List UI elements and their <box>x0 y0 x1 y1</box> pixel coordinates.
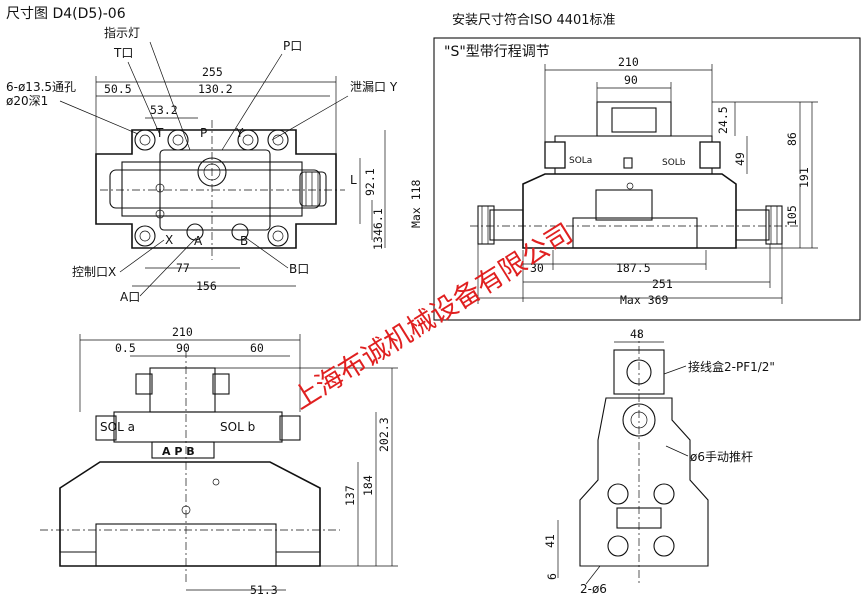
s-dim-90: 90 <box>624 73 638 87</box>
f-dim-184: 184 <box>361 475 375 496</box>
s-stroke-title: "S"型带行程调节 <box>444 44 550 60</box>
f-dim-60: 60 <box>250 341 264 355</box>
junction-box-label: 接线盒2-PF1/2" <box>688 359 775 374</box>
title-left: 尺寸图 D4(D5)-06 <box>6 6 126 22</box>
f-dim-137: 137 <box>343 485 357 506</box>
solb-label: SOLb <box>662 158 686 168</box>
f-dim-202-3: 202.3 <box>377 417 391 452</box>
t-port-label: T口 <box>113 46 133 60</box>
sol-b-front-label: SOL b <box>220 420 255 434</box>
a-port-label: A口 <box>120 290 140 304</box>
sol-a-front-label: SOL a <box>100 420 135 434</box>
port-p-label: P <box>200 126 207 140</box>
f-dim-210: 210 <box>172 325 193 339</box>
holes-label-1: 6-ø13.5通孔 <box>6 80 76 94</box>
holes-label-2: ø20深1 <box>6 94 48 108</box>
dim-92-1: 92.1 <box>363 168 377 196</box>
s-dim-max-369: Max 369 <box>620 293 669 307</box>
port-b-label: B <box>240 234 248 248</box>
f-dim-90: 90 <box>176 341 190 355</box>
p-port-label: P口 <box>283 39 302 53</box>
dim-77: 77 <box>176 261 190 275</box>
e-dim-6: 6 <box>545 573 559 580</box>
dim-53-2: 53.2 <box>150 103 178 117</box>
company-watermark: 上海布诚机械设备有限公司 <box>287 218 578 416</box>
dim-max-118: Max 118 <box>409 179 423 228</box>
f-dim-51-3: 51.3 <box>250 583 278 597</box>
indicator-light-label: 指示灯 <box>104 25 140 40</box>
dim-156: 156 <box>196 279 217 293</box>
dim-255: 255 <box>202 65 223 79</box>
port-x-label: X <box>165 233 173 247</box>
title-right: 安装尺寸符合ISO 4401标准 <box>452 12 616 28</box>
top-view: T P Y X A B L 255 50.5 130.2 53.2 92.1 4… <box>6 25 423 304</box>
letter-l: L <box>350 173 357 187</box>
control-port-label: 控制口X <box>72 265 116 279</box>
holes-2-label: 2-ø6 <box>580 582 607 596</box>
drain-port-label: 泄漏口 Y <box>350 80 398 94</box>
push-rod-label: ø6手动推杆 <box>690 450 753 464</box>
s-dim-191: 191 <box>797 167 811 188</box>
s-dim-187-5: 187.5 <box>616 261 651 275</box>
f-dim-0-5: 0.5 <box>115 341 136 355</box>
dim-130-2: 130.2 <box>198 82 233 96</box>
port-y-label: Y <box>235 126 244 140</box>
front-view: SOL a SOL b A P B 210 0.5 90 60 137 184 … <box>40 325 398 597</box>
s-dim-210: 210 <box>618 55 639 69</box>
s-dim-24-5: 24.5 <box>716 106 730 134</box>
s-dim-30: 30 <box>530 261 544 275</box>
sola-label: SOLa <box>569 156 592 166</box>
dim-50-5: 50.5 <box>104 82 132 96</box>
e-dim-41: 41 <box>543 534 557 548</box>
s-dim-105: 105 <box>785 205 799 226</box>
end-view: 48 接线盒2-PF1/2" ø6手动推杆 41 6 2-ø6 <box>543 327 775 596</box>
e-dim-48: 48 <box>630 327 644 341</box>
apb-label: A P B <box>162 445 195 458</box>
s-type-view: "S"型带行程调节 SOLa SOLb 210 90 24. <box>433 37 861 321</box>
s-dim-49: 49 <box>733 152 747 166</box>
s-dim-86: 86 <box>785 132 799 146</box>
s-dim-251: 251 <box>652 277 673 291</box>
b-port-label: B口 <box>289 262 309 276</box>
dim-13: 13 <box>371 236 385 250</box>
dim-46-1: 46.1 <box>371 208 385 236</box>
port-a-label: A <box>194 234 203 248</box>
